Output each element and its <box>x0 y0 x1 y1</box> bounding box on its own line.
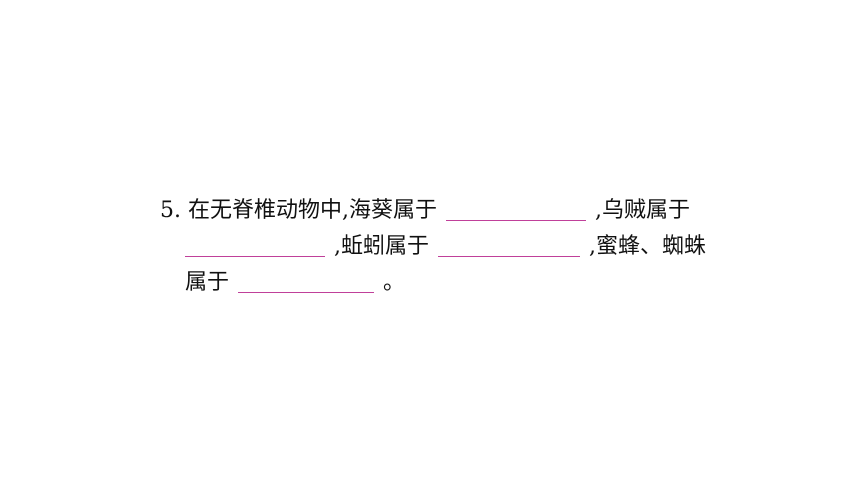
question-text-3a: 属于 <box>185 270 230 295</box>
question-number: 5. <box>160 198 181 223</box>
question-text-1b: ,乌贼属于 <box>595 198 690 223</box>
question-line-3: 属于 。 <box>160 265 720 301</box>
question-line-2: ,蚯蚓属于 ,蜜蜂、蜘蛛 <box>160 229 720 265</box>
question-text-2b: ,蜜蜂、蜘蛛 <box>589 234 706 259</box>
answer-blank-4[interactable] <box>238 270 375 293</box>
answer-blank-1[interactable] <box>446 198 586 221</box>
question-text-2a: ,蚯蚓属于 <box>334 234 429 259</box>
question-text-3b: 。 <box>383 270 406 295</box>
answer-blank-2[interactable] <box>185 234 325 257</box>
question-line-1: 5. 在无脊椎动物中,海葵属于 ,乌贼属于 <box>160 193 720 229</box>
question-text-1a: 在无脊椎动物中,海葵属于 <box>188 198 437 223</box>
question-5: 5. 在无脊椎动物中,海葵属于 ,乌贼属于 ,蚯蚓属于 ,蜜蜂、蜘蛛 属于 。 <box>160 193 720 301</box>
answer-blank-3[interactable] <box>438 234 580 257</box>
